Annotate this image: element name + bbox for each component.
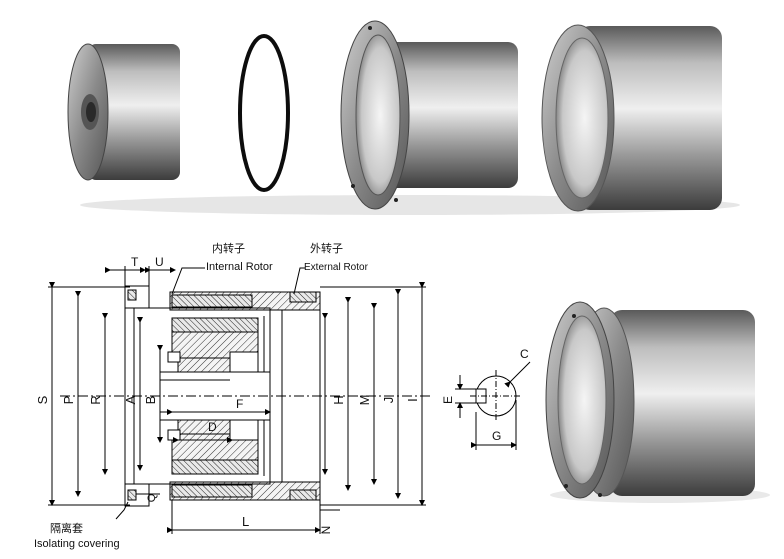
dim-D: D xyxy=(208,420,217,434)
isolating-cn: 隔离套 xyxy=(50,521,83,535)
o-ring-part xyxy=(238,34,290,192)
isolating-sleeve-part xyxy=(340,20,518,210)
inner-rotor-part xyxy=(67,43,180,181)
section-drawing xyxy=(48,266,430,534)
dim-S: S xyxy=(35,395,50,404)
dim-P: P xyxy=(61,396,76,405)
assembled-coupling xyxy=(545,301,770,503)
dim-H: H xyxy=(331,395,346,404)
internal-rotor-cn: 内转子 xyxy=(212,241,245,255)
external-rotor-part xyxy=(541,24,722,212)
external-rotor-en: External Rotor xyxy=(304,262,369,273)
dim-U: U xyxy=(155,255,164,269)
internal-rotor-en: Internal Rotor xyxy=(206,261,273,273)
dim-F: F xyxy=(236,397,243,411)
dim-I: I xyxy=(405,398,420,402)
dim-C: C xyxy=(520,347,529,361)
dim-J: J xyxy=(381,397,396,404)
dim-R: R xyxy=(88,395,103,404)
dim-E: E xyxy=(441,396,455,404)
dim-N: N xyxy=(319,526,333,535)
external-rotor-cn: 外转子 xyxy=(310,241,343,255)
dim-B: B xyxy=(143,396,158,405)
dim-G: G xyxy=(492,429,501,443)
section-labels: 内转子 Internal Rotor 外转子 External Rotor 隔离… xyxy=(34,241,420,550)
parts-row xyxy=(67,20,740,215)
isolating-en: Isolating covering xyxy=(34,538,120,550)
dim-L: L xyxy=(242,514,249,529)
dim-A: A xyxy=(123,395,138,404)
dim-T: T xyxy=(131,255,139,269)
dim-M: M xyxy=(357,395,372,406)
keyway-labels: E G C xyxy=(441,347,529,443)
dim-Q: Q xyxy=(146,493,158,502)
keyway-detail xyxy=(455,361,531,450)
